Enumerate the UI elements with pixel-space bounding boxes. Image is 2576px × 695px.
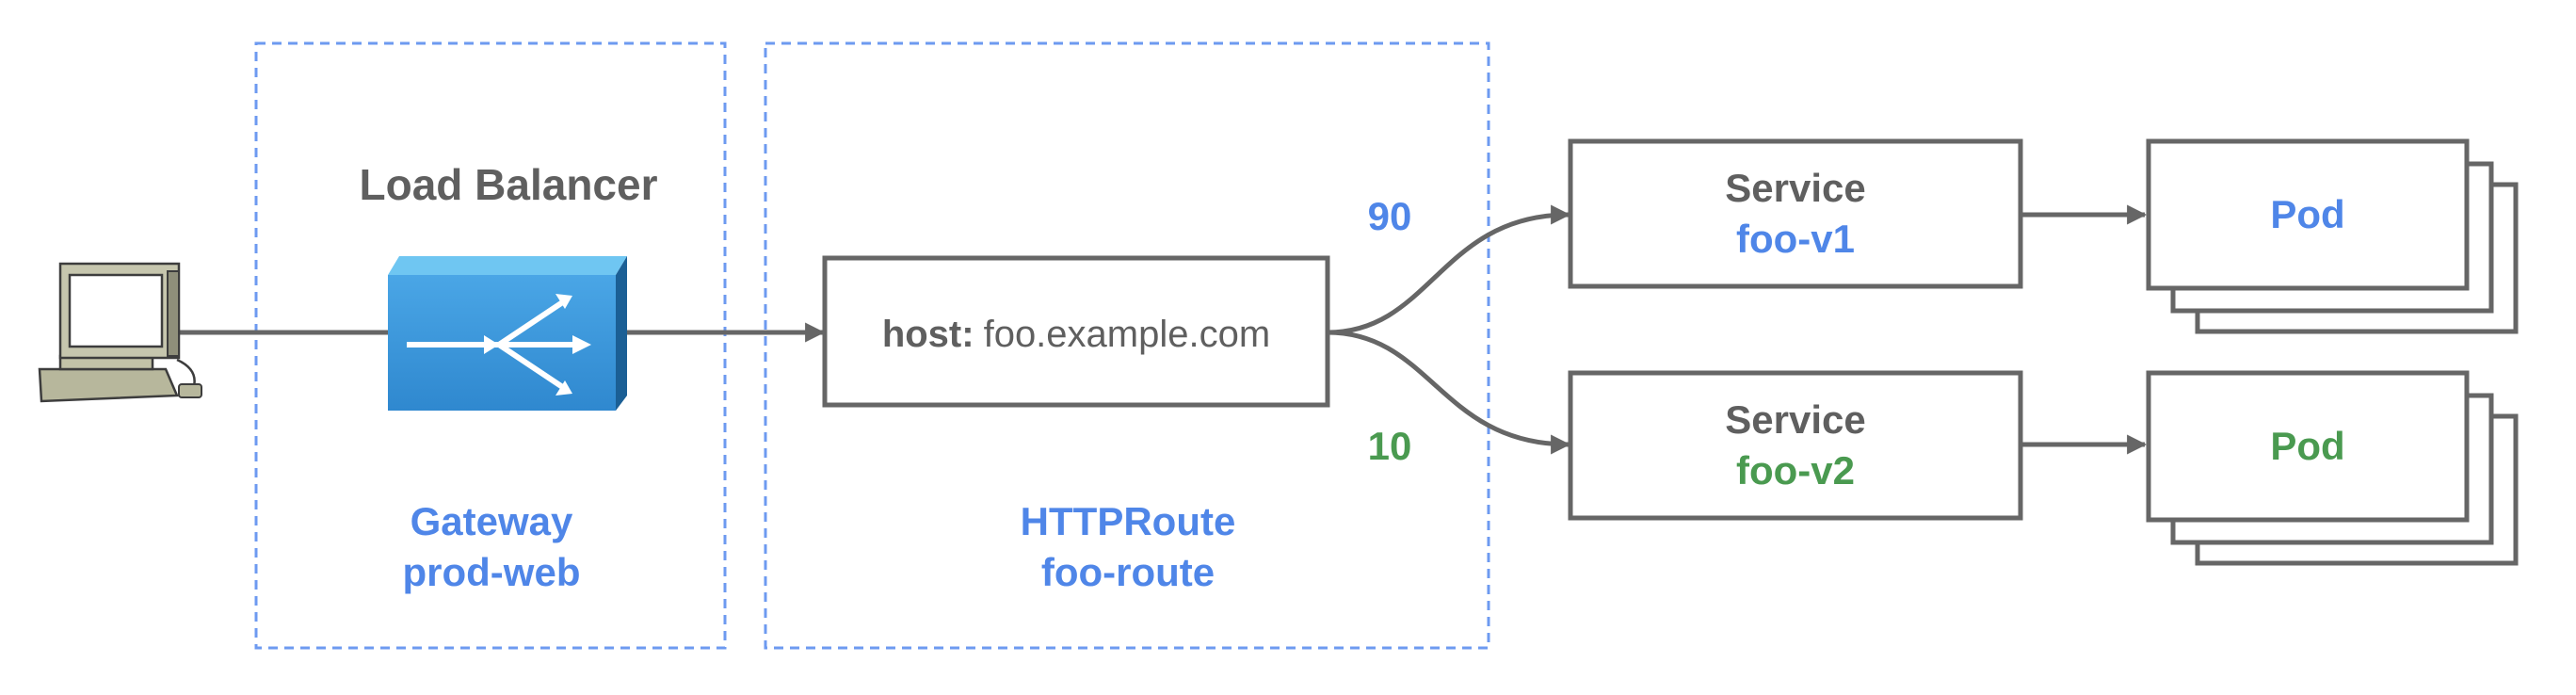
desktop-computer-icon [38,262,202,403]
pod-foo-v2-box [2146,370,2470,523]
route-to-foo-v1-arrow [1327,204,1571,335]
pod-foo-v1-box [2146,138,2470,291]
gateway-name-label: prod-web [403,550,581,594]
load-balancer-icon [388,256,627,411]
service-foo-v2-name: foo-v2 [1736,448,1855,493]
pod-foo-v2-label: Pod [2270,424,2344,468]
route-host-value: foo.example.com [984,314,1271,355]
service-foo-v2-title: Service [1725,397,1865,442]
weight-bottom: 10 [1368,424,1412,468]
service-foo-v1-title: Service [1725,166,1865,210]
load-balancer-title: Load Balancer [360,160,658,209]
pod-stack-foo-v2 [2146,370,2519,566]
httproute-kind-label: HTTPRoute [1021,499,1236,543]
gateway-region [254,41,727,650]
pod-foo-v1-label: Pod [2270,192,2344,236]
weight-top: 90 [1368,194,1412,238]
service-foo-v1-name: foo-v1 [1736,217,1855,261]
route-host-text: host:foo.example.com [882,314,1270,355]
pod-stack-foo-v1 [2146,138,2519,334]
gateway-kind-label: Gateway [411,499,573,543]
route-to-foo-v2-arrow [1327,330,1571,455]
route-host-box [822,255,1330,408]
route-host-key: host: [882,314,974,355]
service-foo-v1-box [1568,138,2023,289]
httproute-region [764,41,1490,650]
service-foo-v2-box [1568,370,2023,521]
httproute-name-label: foo-route [1041,550,1215,594]
